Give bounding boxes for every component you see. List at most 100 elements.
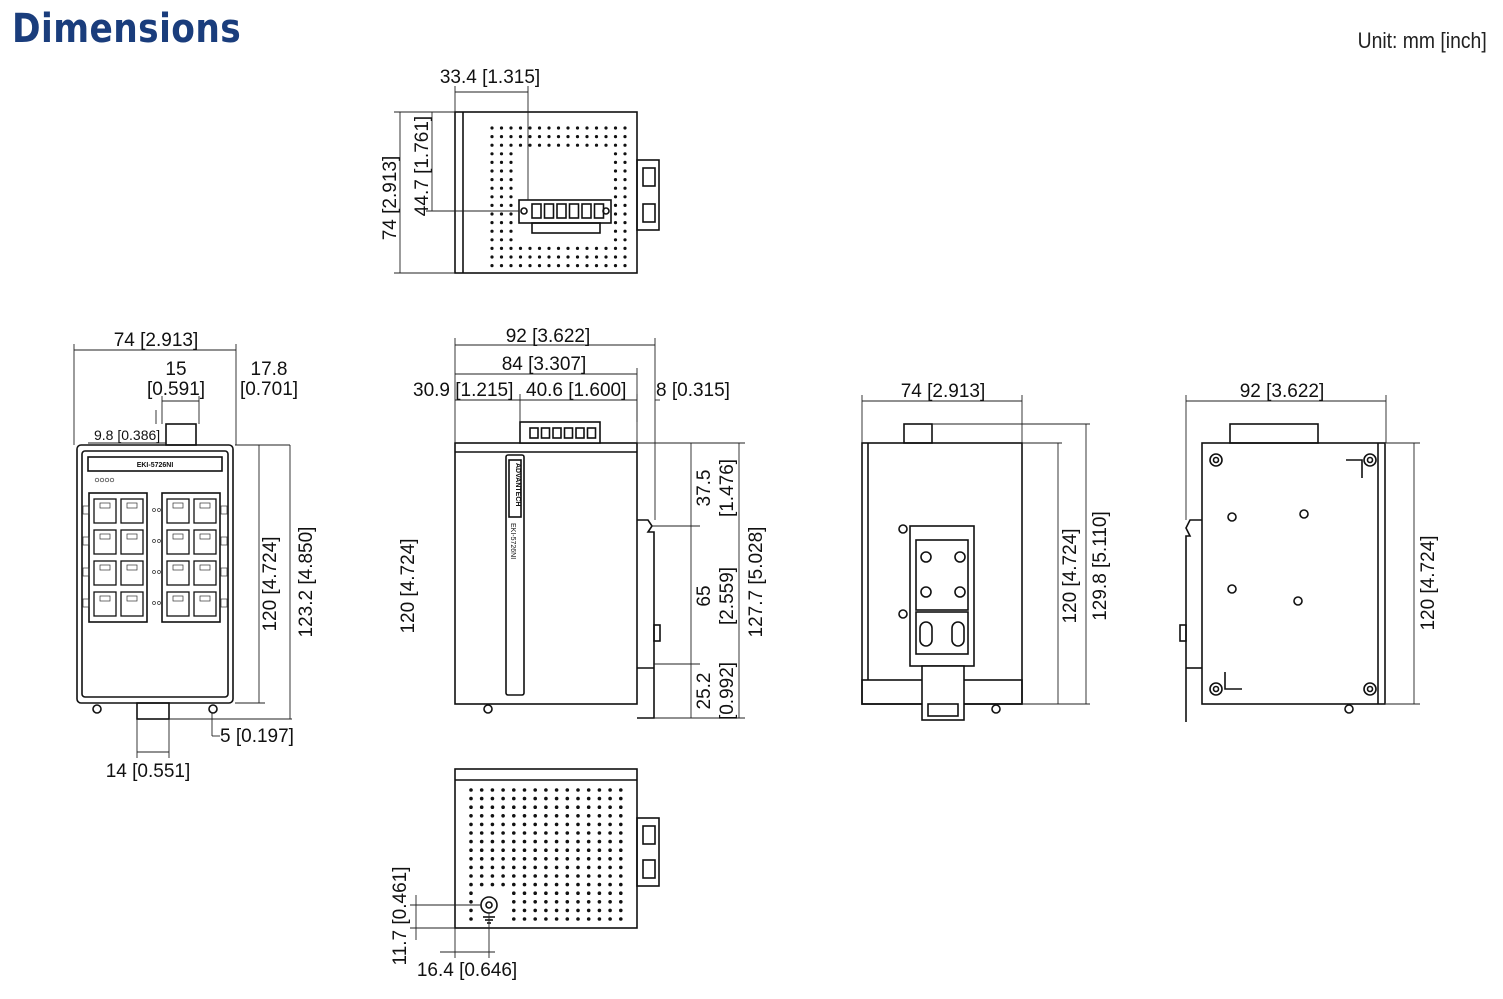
- vent-hole: [566, 264, 570, 268]
- vent-hole: [547, 143, 551, 147]
- vent-hole: [565, 814, 570, 818]
- back-view: 92 [3.622] 120 [4.724]: [1179, 381, 1439, 722]
- vent-hole: [608, 874, 612, 878]
- vent-hole: [594, 246, 599, 250]
- vent-hole: [619, 917, 623, 921]
- vent-hole: [623, 221, 627, 225]
- vent-hole: [501, 805, 505, 809]
- ethernet-port-latch: [172, 595, 184, 602]
- vent-hole: [501, 865, 505, 870]
- vent-hole: [623, 238, 627, 242]
- vent-hole: [585, 143, 589, 147]
- vent-hole: [608, 917, 612, 921]
- vent-hole: [576, 814, 580, 818]
- vent-hole: [544, 805, 548, 809]
- port-number-tag: [220, 536, 228, 546]
- vent-hole: [509, 160, 513, 164]
- ethernet-port: [193, 529, 217, 555]
- vent-hole: [512, 805, 516, 809]
- unit-label: Unit: mm [inch]: [1357, 28, 1487, 53]
- vent-hole: [522, 908, 527, 913]
- vent-hole: [565, 796, 570, 801]
- vent-hole: [566, 135, 570, 139]
- vent-hole: [479, 805, 484, 809]
- vent-hole: [597, 908, 602, 913]
- vent-hole: [585, 135, 589, 139]
- vent-hole: [499, 178, 504, 182]
- led-indicator: [157, 539, 161, 543]
- vent-hole: [537, 246, 542, 250]
- vent-hole: [490, 126, 494, 130]
- vent-hole: [479, 814, 484, 818]
- terminal-pin: [581, 203, 592, 219]
- vent-hole: [547, 126, 551, 130]
- dim-side-65: 65: [694, 585, 715, 606]
- ethernet-port-latch: [199, 533, 211, 540]
- vent-hole: [512, 796, 516, 801]
- vent-hole: [469, 796, 473, 801]
- vent-hole: [623, 212, 627, 216]
- vent-hole: [586, 900, 591, 904]
- vent-hole: [509, 178, 513, 182]
- dim-side-height: 120 [4.724]: [398, 538, 419, 633]
- vent-hole: [604, 264, 608, 268]
- terminal-screw: [602, 207, 610, 215]
- vent-hole: [544, 882, 548, 887]
- vent-hole: [537, 143, 542, 147]
- led-indicator: [109, 477, 115, 483]
- vent-hole: [597, 891, 602, 895]
- vent-hole: [533, 882, 537, 887]
- led-indicator: [152, 570, 156, 574]
- vent-hole: [544, 908, 548, 913]
- vent-hole: [613, 135, 618, 139]
- vent-hole: [547, 246, 551, 250]
- led-indicator: [157, 508, 161, 512]
- dim-front-15-inch: [0.591]: [147, 379, 205, 400]
- vent-hole: [597, 865, 602, 870]
- vent-hole: [576, 831, 580, 835]
- vent-hole: [613, 221, 618, 225]
- vent-hole: [597, 917, 602, 921]
- vent-hole: [575, 255, 580, 259]
- vent-hole: [469, 865, 473, 870]
- vent-hole: [544, 917, 548, 921]
- dim-side-65-inch: [2.559]: [717, 567, 738, 625]
- ethernet-port: [166, 529, 190, 555]
- vent-hole: [608, 796, 612, 801]
- rear-view: 74 [2.913] 120 [4.724] 129.8 [5.110]: [861, 381, 1111, 721]
- vent-hole: [619, 839, 623, 844]
- port-number-tag: [220, 505, 228, 515]
- vent-hole: [501, 839, 505, 844]
- vent-hole: [512, 814, 516, 818]
- vent-hole: [554, 796, 559, 801]
- vent-hole: [619, 831, 623, 835]
- port-number-tag: [82, 567, 90, 577]
- vent-hole: [533, 848, 537, 852]
- dim-side-40-6: 40.6 [1.600]: [526, 380, 626, 401]
- vent-hole: [554, 822, 559, 827]
- vent-hole: [544, 848, 548, 852]
- vent-hole: [509, 221, 513, 225]
- ethernet-port: [193, 498, 217, 524]
- vent-hole: [566, 143, 570, 147]
- vent-hole: [469, 900, 473, 904]
- ethernet-port: [93, 529, 117, 555]
- vent-hole: [537, 126, 542, 130]
- led-indicator: [104, 477, 110, 483]
- vent-hole: [522, 839, 527, 844]
- vent-hole: [528, 135, 532, 139]
- vent-hole: [586, 814, 591, 818]
- vent-hole: [490, 839, 495, 844]
- vent-hole: [518, 255, 523, 259]
- vent-hole: [522, 874, 527, 878]
- vent-hole: [613, 203, 618, 207]
- vent-hole: [518, 264, 523, 268]
- vent-hole: [575, 143, 580, 147]
- vent-hole: [512, 900, 516, 904]
- vent-hole: [533, 908, 537, 913]
- vent-hole: [585, 255, 589, 259]
- vent-hole: [565, 882, 570, 887]
- vent-hole: [597, 796, 602, 801]
- vent-hole: [469, 822, 473, 827]
- vent-hole: [575, 264, 580, 268]
